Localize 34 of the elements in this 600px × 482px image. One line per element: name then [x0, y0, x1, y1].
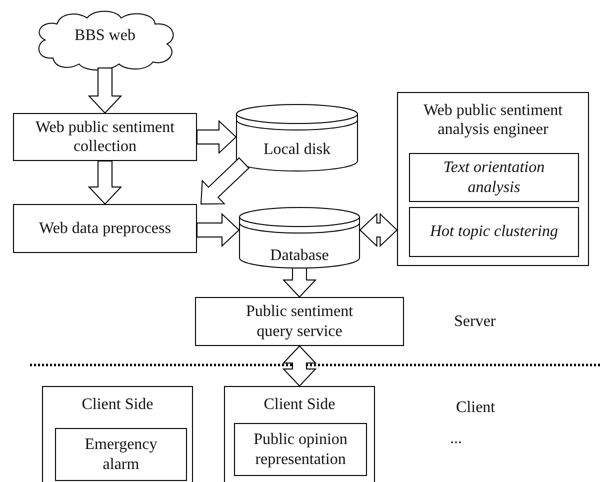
block-arrow: [282, 268, 317, 298]
node-label: Emergency alarm: [84, 435, 158, 474]
block-arrow: [196, 120, 237, 154]
group-box: [224, 386, 375, 482]
block-arrow: [200, 157, 250, 204]
node-label: Public opinion representation: [252, 430, 348, 469]
node-label: Local disk: [263, 140, 331, 160]
block-arrow: [196, 212, 240, 248]
process-box: [409, 207, 579, 257]
process-box: [195, 297, 404, 346]
side-label: Client: [456, 399, 496, 417]
node-label: Web public sentiment collection: [34, 118, 176, 156]
group-box: [42, 386, 193, 482]
node-label: Web public sentiment analysis engineer: [422, 101, 564, 140]
node-label: Client Side: [82, 395, 154, 414]
node-label: BBS web: [74, 26, 136, 46]
block-arrow: [88, 68, 122, 114]
process-box: [55, 428, 187, 481]
block-arrow: [282, 345, 317, 387]
side-label: Server: [454, 313, 496, 331]
process-box: [409, 153, 579, 202]
block-arrow: [359, 212, 398, 248]
node-label: Text orientation analysis: [442, 158, 546, 197]
node-label: Public sentiment query service: [244, 302, 354, 341]
process-box: [13, 113, 197, 161]
group-box: [397, 92, 589, 266]
node-label: Hot topic clustering: [430, 222, 558, 242]
node-label: Database: [270, 246, 329, 266]
side-label: ...: [450, 430, 462, 448]
process-box: [234, 423, 367, 476]
node-label: Client Side: [264, 395, 336, 414]
node-label: Web data preprocess: [39, 218, 171, 238]
process-box: [13, 204, 197, 253]
block-arrow: [88, 160, 122, 205]
